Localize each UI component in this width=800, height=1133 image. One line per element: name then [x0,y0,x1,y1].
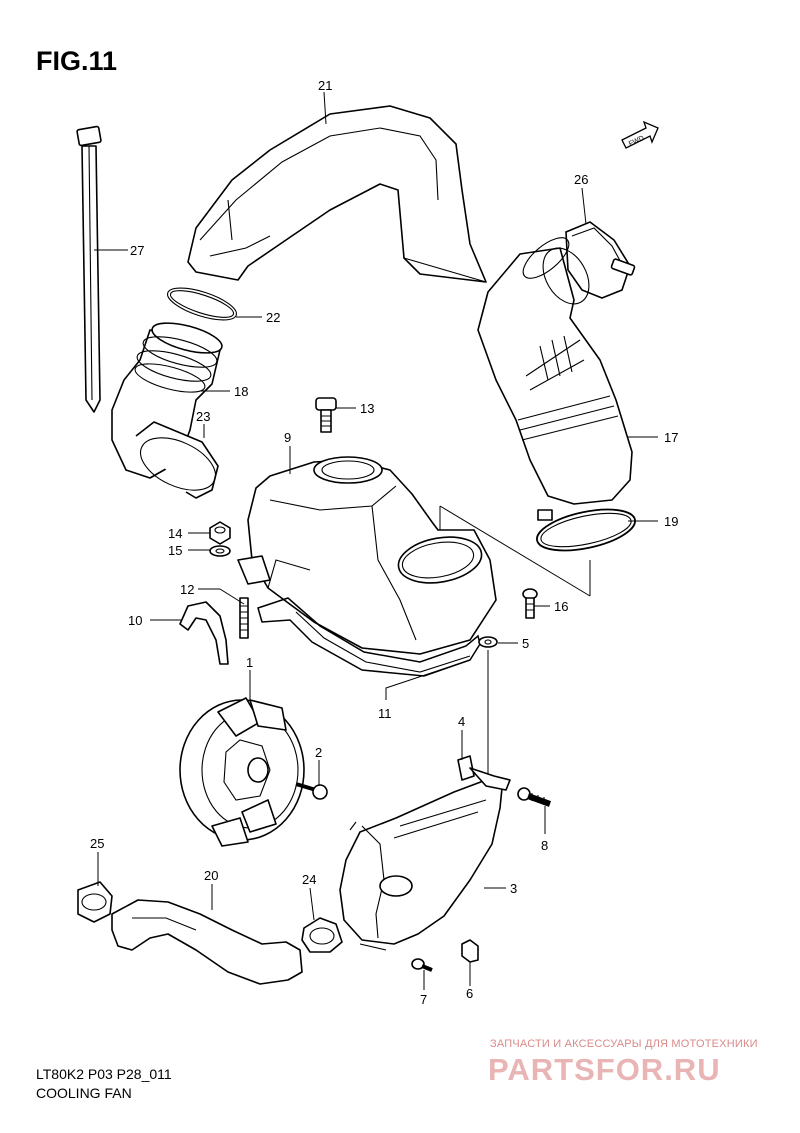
part-15-washer[interactable] [209,545,231,557]
part-23-band[interactable] [132,421,223,501]
callout-4: 4 [458,714,465,729]
part-8-bolt[interactable] [517,787,552,807]
leader-lines [94,91,658,990]
callout-18: 18 [234,384,248,399]
part-3-fan-housing[interactable] [339,767,511,951]
callout-20: 20 [204,868,218,883]
part-24-hose-clip[interactable] [301,917,343,953]
callout-labels: 21 27 22 18 23 26 17 19 13 9 14 15 12 10… [90,78,678,1007]
part-26-clamp[interactable] [565,221,636,299]
callout-12: 12 [180,582,194,597]
part-6-cap[interactable] [461,939,479,963]
watermark-logo: PARTSFOR.RU [488,1052,721,1087]
part-12-stud[interactable] [239,597,249,639]
footer-section-name: COOLING FAN [36,1085,132,1101]
callout-8: 8 [541,838,548,853]
part-14-nut[interactable] [209,521,231,545]
footer-model-code: LT80K2 P03 P28_011 [36,1066,172,1082]
callout-1: 1 [246,655,253,670]
part-1-cooling-fan[interactable] [179,697,305,847]
callout-2: 2 [315,745,322,760]
callout-19: 19 [664,514,678,529]
part-20-hose[interactable] [111,899,303,985]
watermark-tagline: ЗАПЧАСТИ И АКСЕССУАРЫ ДЛЯ МОТОТЕХНИКИ [490,1038,758,1050]
part-13-bolt[interactable] [315,397,337,433]
part-17-flex-hose[interactable] [477,231,633,505]
callout-14: 14 [168,526,182,541]
part-16-screw[interactable] [522,588,538,619]
callout-3: 3 [510,881,517,896]
part-9-shroud[interactable] [237,456,497,655]
callout-5: 5 [522,636,529,651]
callout-16: 16 [554,599,568,614]
callout-13: 13 [360,401,374,416]
part-5-washer[interactable] [478,636,498,648]
figure-title: FIG.11 [36,46,118,76]
part-21-air-duct[interactable] [187,105,487,283]
part-19-clamp[interactable] [533,502,638,558]
callout-17: 17 [664,430,678,445]
callout-27: 27 [130,243,144,258]
callout-6: 6 [466,986,473,1001]
callout-9: 9 [284,430,291,445]
part-27-cable-tie[interactable] [76,125,102,413]
callout-24: 24 [302,872,316,887]
callout-25: 25 [90,836,104,851]
callout-23: 23 [196,409,210,424]
part-22-clamp[interactable] [164,281,240,326]
callout-10: 10 [128,613,142,628]
part-18-bellows-hose[interactable] [111,317,225,479]
part-25-hose-clip[interactable] [77,881,113,923]
part-7-screw[interactable] [411,958,433,972]
fwd-arrow-icon: FWD [621,120,659,149]
part-4-stud[interactable] [457,755,475,781]
callout-15: 15 [168,543,182,558]
callout-21: 21 [318,78,332,93]
part-10-bracket[interactable] [179,601,229,665]
part-2-bolt[interactable] [295,782,328,800]
callout-7: 7 [420,992,427,1007]
callout-11: 11 [378,706,392,721]
callout-22: 22 [266,310,280,325]
callout-26: 26 [574,172,588,187]
